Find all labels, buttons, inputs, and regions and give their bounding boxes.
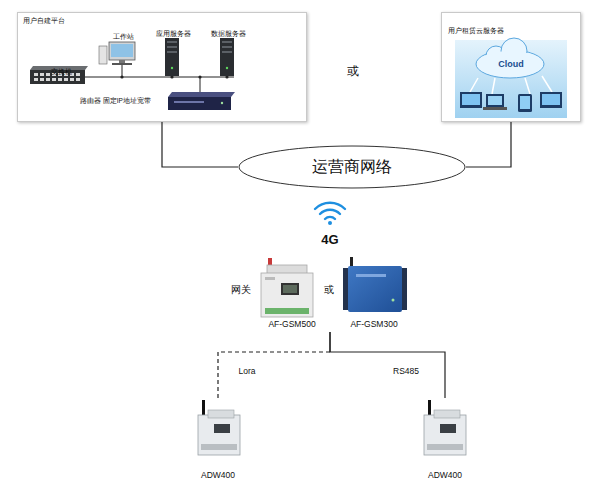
- wifi-symbol: [315, 203, 345, 219]
- node-label: AF-GSM300: [338, 319, 410, 329]
- node-text: 数据服务器: [203, 30, 253, 38]
- edge-label: Lora: [232, 366, 262, 376]
- cloud-server-box: 用户租赁云服务器 Cloud: [441, 12, 581, 122]
- lan-wire: [85, 77, 234, 78]
- meter-device: ADW400: [190, 398, 246, 482]
- annotation-label: 或: [319, 284, 339, 296]
- node-label: 运营商网络: [238, 157, 466, 176]
- annotation-label: 网关: [226, 284, 256, 296]
- annotation-label: 或: [340, 64, 366, 78]
- connector-line: [330, 332, 445, 398]
- router-icon: [168, 92, 235, 110]
- node-text: 工作站: [103, 33, 143, 41]
- gateway-device-icon: [343, 257, 407, 312]
- server-tower-icon: [220, 38, 234, 76]
- node-label: AF-GSM500: [252, 319, 332, 329]
- node-text: 路由器 固定IP地址宽带: [80, 97, 180, 105]
- node-text: 交换机: [41, 68, 81, 76]
- wifi-dot: [328, 221, 332, 225]
- edge-label: RS485: [388, 366, 424, 376]
- node-label: ADW400: [411, 470, 479, 480]
- node-label: 用户自建平台: [23, 17, 113, 25]
- node-text: 应用服务器: [148, 30, 198, 38]
- network-ellipse: 运营商网络: [238, 145, 466, 189]
- platform-box: 用户自建平台交换机 工作站应用服务器数据服务器路由器 固定IP地址宽带: [17, 12, 307, 122]
- gateway-device-icon: [261, 258, 313, 317]
- annotation-label: 4G: [310, 232, 350, 248]
- cloud-illustration: [455, 38, 567, 118]
- gateway-device: AF-GSM300: [338, 256, 410, 332]
- connector-segment: [218, 352, 330, 398]
- meter-device: ADW400: [416, 398, 474, 482]
- connector-segment: [466, 122, 511, 167]
- connector-segment: [329, 332, 330, 352]
- node-text: Cloud: [486, 59, 536, 70]
- connector-line: [162, 122, 238, 167]
- gateway-device: AF-GSM500: [252, 256, 332, 332]
- workstation-icon: [99, 42, 135, 65]
- connector-line: [218, 332, 330, 398]
- connector-segment: [162, 122, 238, 167]
- node-label: ADW400: [185, 470, 251, 480]
- connector-segment: [330, 332, 445, 398]
- meter-device-icon: [198, 400, 240, 455]
- node-label: 用户租赁云服务器: [448, 27, 538, 35]
- connector-line: [466, 122, 511, 167]
- meter-device-icon: [424, 400, 466, 455]
- server-tower-icon: [165, 38, 179, 76]
- switch-icon: [30, 66, 88, 84]
